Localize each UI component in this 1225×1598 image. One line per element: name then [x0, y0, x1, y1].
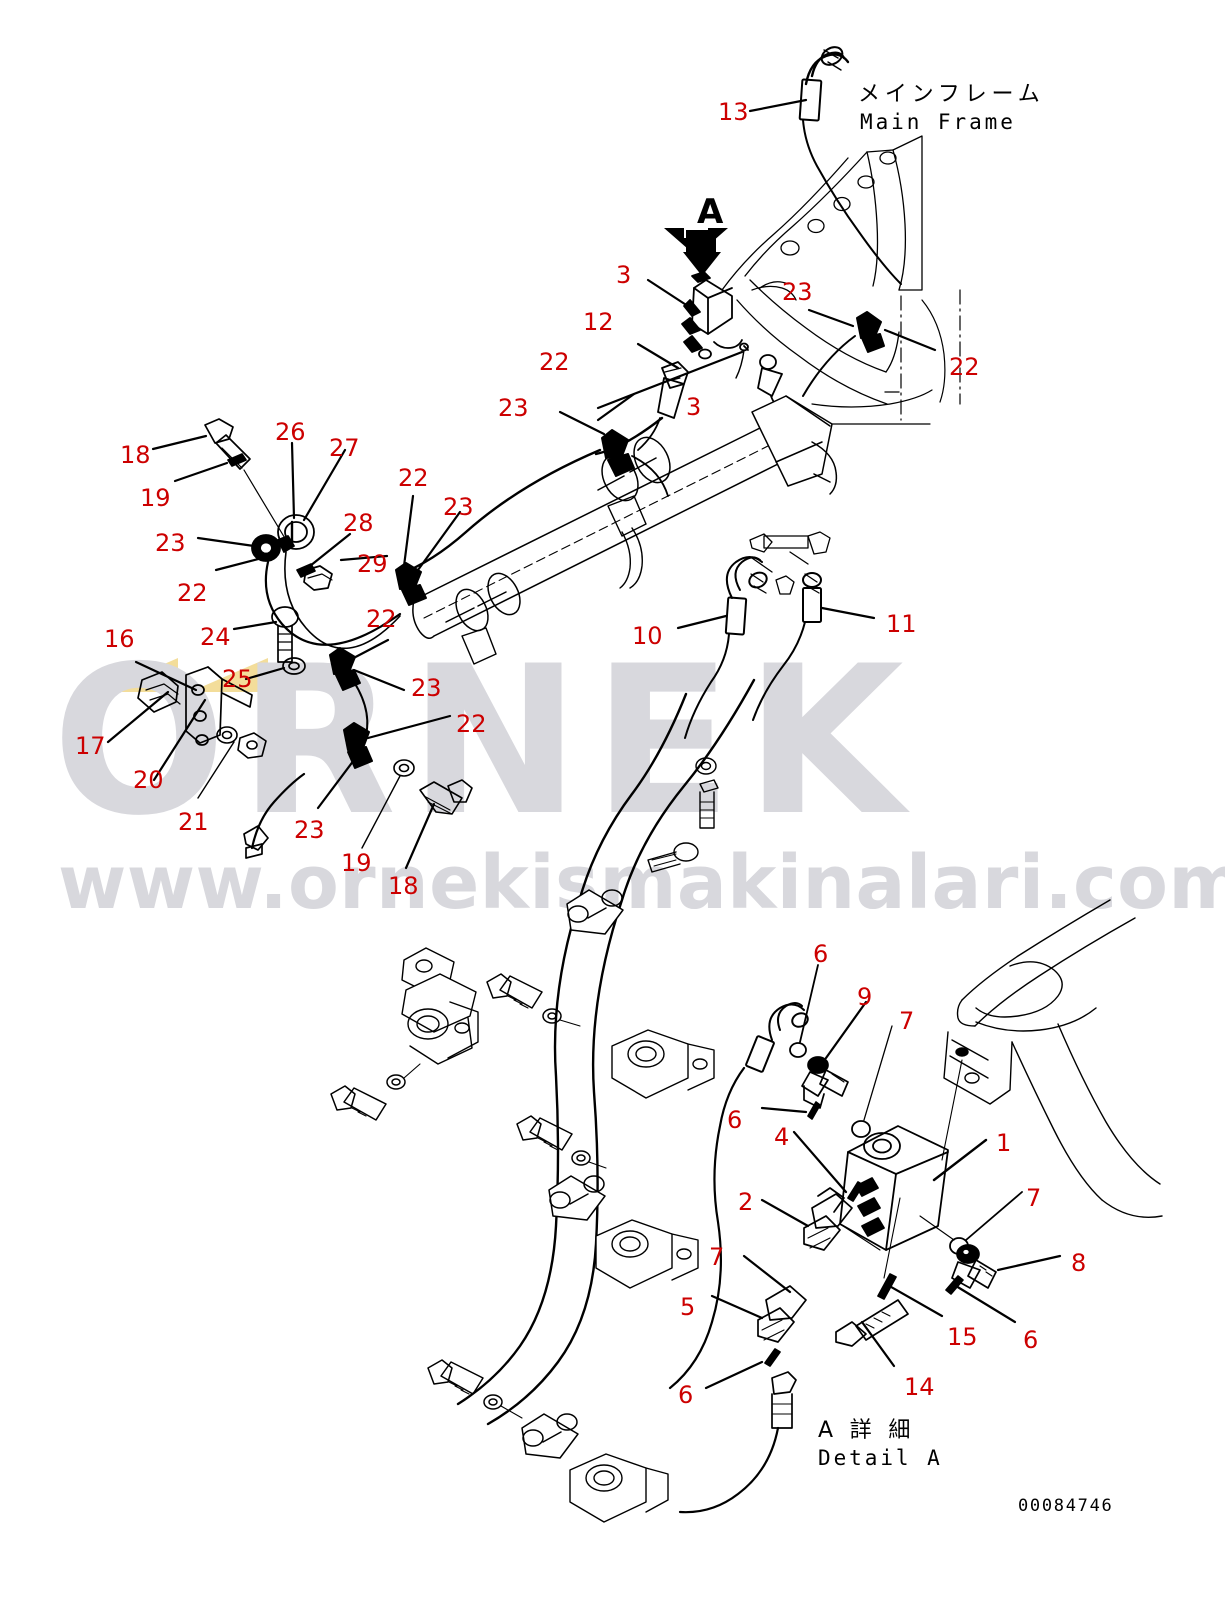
part-callout-24[interactable]: 24	[200, 623, 231, 651]
part-callout-22[interactable]: 22	[177, 579, 208, 607]
part-callout-13[interactable]: 13	[718, 98, 749, 126]
part-callout-7[interactable]: 7	[709, 1243, 725, 1271]
part-callout-23[interactable]: 23	[411, 674, 442, 702]
part-callout-6[interactable]: 6	[727, 1106, 743, 1134]
part-callout-15[interactable]: 15	[947, 1323, 978, 1351]
part-callout-23[interactable]: 23	[782, 278, 813, 306]
part-callout-22[interactable]: 22	[398, 464, 429, 492]
part-callout-22[interactable]: 22	[456, 710, 487, 738]
part-callout-3[interactable]: 3	[686, 393, 702, 421]
part-callout-3[interactable]: 3	[616, 261, 632, 289]
part-callout-17[interactable]: 17	[75, 732, 106, 760]
part-callout-25[interactable]: 25	[222, 665, 253, 693]
part-callout-18[interactable]: 18	[120, 441, 151, 469]
detail-a-label-en: Detail A	[818, 1446, 943, 1470]
detail-a-label-jp: A 詳 細	[818, 1418, 916, 1443]
part-callout-2[interactable]: 2	[738, 1188, 754, 1216]
part-callout-23[interactable]: 23	[443, 493, 474, 521]
part-callout-19[interactable]: 19	[341, 849, 372, 877]
part-callout-12[interactable]: 12	[583, 308, 614, 336]
part-callout-8[interactable]: 8	[1071, 1249, 1087, 1277]
part-callout-14[interactable]: 14	[904, 1373, 935, 1401]
part-callout-23[interactable]: 23	[155, 529, 186, 557]
part-callout-10[interactable]: 10	[632, 622, 663, 650]
part-callout-11[interactable]: 11	[886, 610, 917, 638]
part-callout-7[interactable]: 7	[1026, 1184, 1042, 1212]
main-frame-label-jp: メインフレーム	[858, 82, 1045, 107]
part-callout-4[interactable]: 4	[774, 1123, 790, 1151]
part-callout-6[interactable]: 6	[813, 940, 829, 968]
part-callout-18[interactable]: 18	[388, 872, 419, 900]
part-callout-6[interactable]: 6	[678, 1381, 694, 1409]
part-callout-1[interactable]: 1	[996, 1129, 1012, 1157]
part-callout-26[interactable]: 26	[275, 418, 306, 446]
part-callout-21[interactable]: 21	[178, 808, 209, 836]
part-callout-22[interactable]: 22	[366, 605, 397, 633]
part-callout-7[interactable]: 7	[899, 1007, 915, 1035]
part-callout-6[interactable]: 6	[1023, 1326, 1039, 1354]
part-callout-27[interactable]: 27	[329, 434, 360, 462]
part-callout-22[interactable]: 22	[949, 353, 980, 381]
part-callout-16[interactable]: 16	[104, 625, 135, 653]
part-callout-9[interactable]: 9	[857, 983, 873, 1011]
part-callout-20[interactable]: 20	[133, 766, 164, 794]
part-callout-28[interactable]: 28	[343, 509, 374, 537]
drawing-number: 00084746	[1018, 1496, 1114, 1516]
part-callout-19[interactable]: 19	[140, 484, 171, 512]
main-frame-label-en: Main Frame	[860, 110, 1016, 134]
part-callout-22[interactable]: 22	[539, 348, 570, 376]
part-callout-23[interactable]: 23	[498, 394, 529, 422]
part-callout-23[interactable]: 23	[294, 816, 325, 844]
section-arrow-letter-a: A	[697, 192, 724, 232]
part-callout-5[interactable]: 5	[680, 1293, 696, 1321]
part-callout-29[interactable]: 29	[357, 550, 388, 578]
